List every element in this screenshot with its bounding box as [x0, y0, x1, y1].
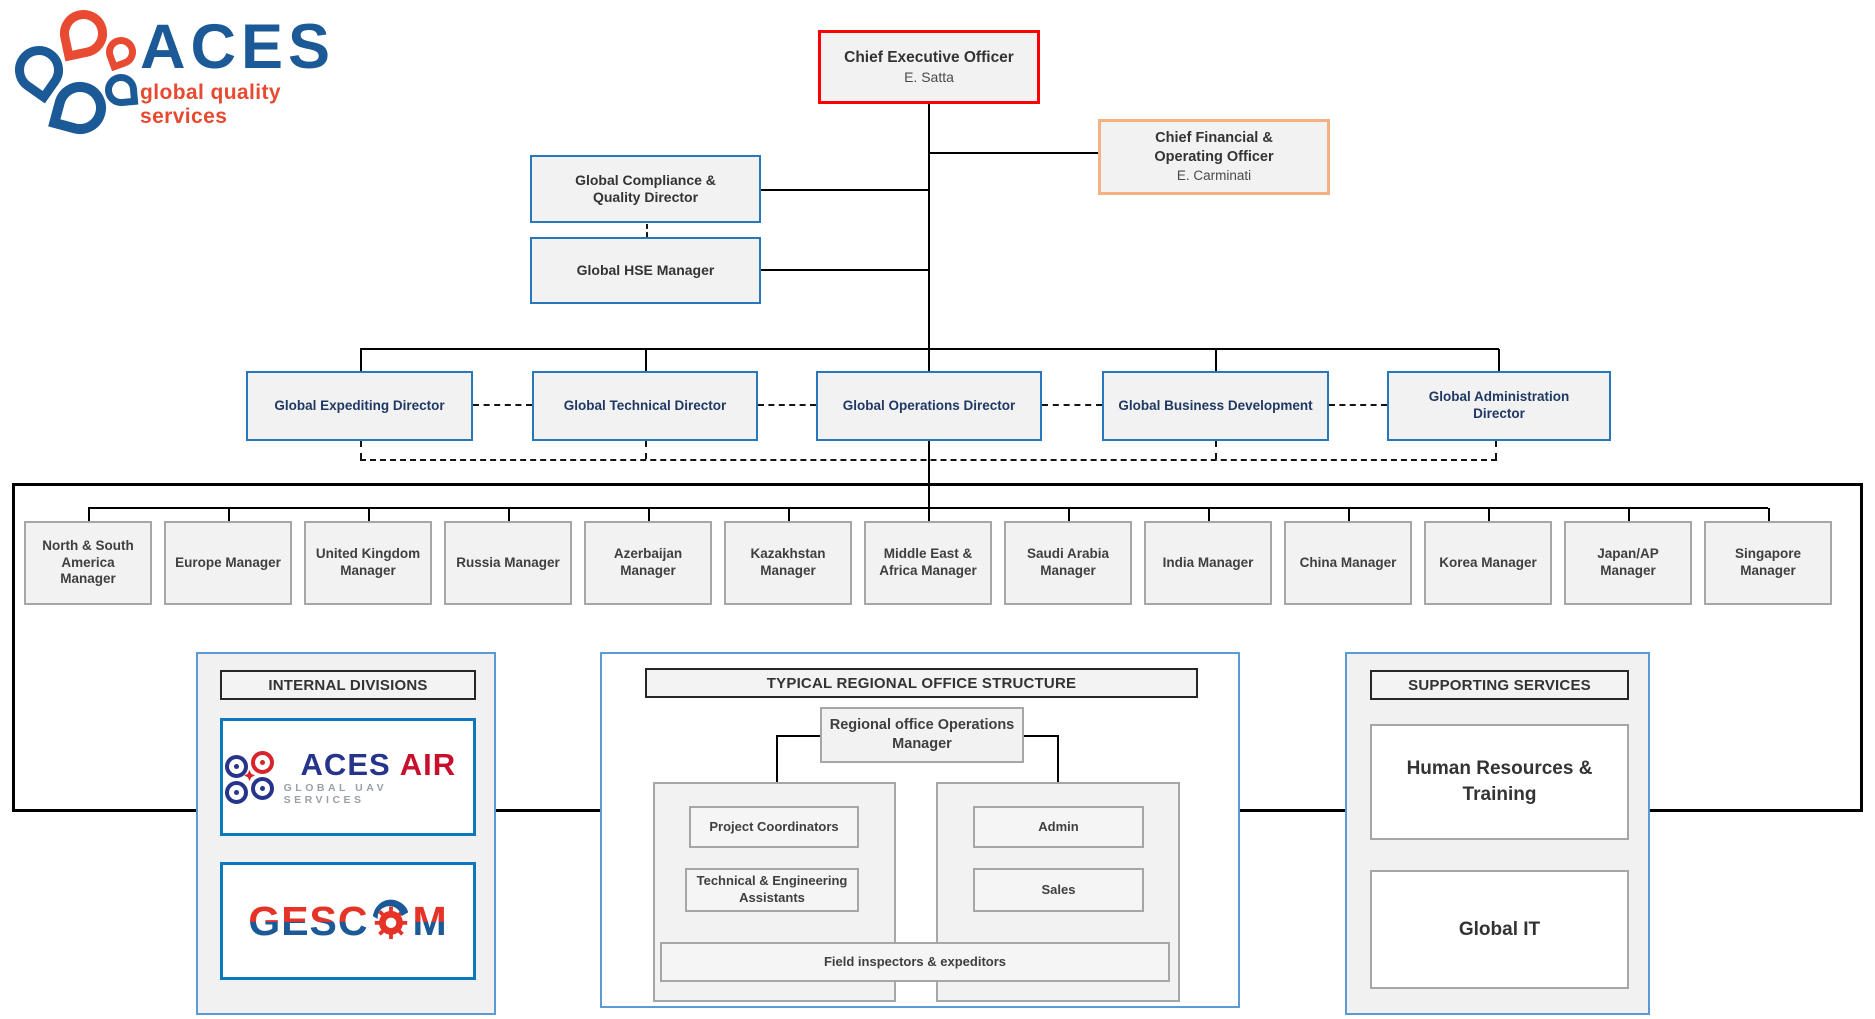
director-box-expediting: Global Expediting Director [246, 371, 473, 441]
cfo-box: Chief Financial & Operating Officer E. C… [1098, 119, 1330, 195]
logo-petal-icon [101, 32, 141, 72]
director-box-technical: Global Technical Director [532, 371, 758, 441]
connector-stub [228, 508, 230, 522]
connector-stub [368, 508, 370, 522]
human-resources-training-box: Human Resources & Training [1370, 724, 1629, 840]
manager-box-north-south-america: North & South America Manager [24, 521, 152, 605]
connector-cfo [929, 152, 1098, 154]
cfo-name: E. Carminati [1176, 167, 1252, 183]
ceo-title: Chief Executive Officer [844, 48, 1014, 66]
regional-office-panel: TYPICAL REGIONAL OFFICE STRUCTURE Region… [600, 652, 1240, 1008]
gescom-gear-helmet-icon [370, 896, 412, 947]
logo-petal-icon [103, 72, 139, 108]
aces-tagline: global quality services [140, 80, 281, 128]
field-inspectors-box: Field inspectors & expeditors [660, 942, 1170, 982]
connector-operations-down [928, 441, 930, 508]
ceo-name: E. Satta [904, 68, 954, 85]
aces-logo-text: ACES global quality services [140, 12, 352, 129]
manager-box-europe: Europe Manager [164, 521, 292, 605]
manager-box-india: India Manager [1144, 521, 1272, 605]
connector-hse [761, 269, 929, 271]
cfo-title: Chief Financial & Operating Officer [1154, 130, 1274, 165]
global-it-box: Global IT [1370, 870, 1629, 989]
connector-stub [1768, 508, 1770, 522]
aces-logo: ACES global quality services [5, 5, 352, 140]
director-box-administration: Global Administration Director [1387, 371, 1611, 441]
connector-compliance [761, 189, 929, 191]
connector-stub [788, 508, 790, 522]
connector-elbow [776, 735, 778, 782]
connector-stub [1215, 349, 1217, 371]
manager-box-singapore: Singapore Manager [1704, 521, 1832, 605]
manager-box-russia: Russia Manager [444, 521, 572, 605]
supporting-services-panel: SUPPORTING SERVICES Human Resources & Tr… [1345, 652, 1650, 1015]
logo-petal-icon [55, 5, 112, 62]
connector-stub [1488, 508, 1490, 522]
project-coordinators-box: Project Coordinators [689, 806, 859, 848]
hse-manager-box: Global HSE Manager [530, 237, 761, 304]
connector-stub [648, 508, 650, 522]
connector-stub [1348, 508, 1350, 522]
admin-box: Admin [973, 806, 1144, 848]
connector-stub [645, 349, 647, 371]
manager-box-kazakhstan: Kazakhstan Manager [724, 521, 852, 605]
rotor-hub-icon [244, 770, 255, 781]
connector-ceo-vertical [928, 104, 930, 349]
ceo-box: Chief Executive Officer E. Satta [818, 30, 1040, 104]
sales-box: Sales [973, 868, 1144, 912]
connector-stub [1208, 508, 1210, 522]
internal-divisions-header: INTERNAL DIVISIONS [220, 670, 476, 700]
connector-stub [1628, 508, 1630, 522]
manager-box-united-kingdom: United Kingdom Manager [304, 521, 432, 605]
director-box-operations: Global Operations Director [816, 371, 1042, 441]
connector-stub [928, 349, 930, 371]
aces-brand-name: ACES [140, 12, 336, 82]
connector-stub-dashed [645, 441, 647, 459]
manager-box-azerbaijan: Azerbaijan Manager [584, 521, 712, 605]
drone-rotors-icon [223, 751, 275, 804]
connector-stub [1498, 349, 1500, 371]
connector-stub [1068, 508, 1070, 522]
connector-stub [360, 349, 362, 371]
aces-air-suffix: AIR [399, 746, 457, 782]
connector-peer-dashed [1329, 404, 1387, 406]
compliance-director-box: Global Compliance & Quality Director [530, 155, 761, 223]
connector-peer-dashed [473, 404, 532, 406]
manager-box-saudi-arabia: Saudi Arabia Manager [1004, 521, 1132, 605]
connector-elbow [1057, 735, 1059, 782]
connector-peer-dashed [758, 404, 816, 406]
manager-box-middle-east-africa: Middle East & Africa Manager [864, 521, 992, 605]
aces-air-name: ACES [300, 746, 391, 782]
connector-elbow [776, 735, 820, 737]
regional-operations-manager-box: Regional office Operations Manager [820, 707, 1024, 763]
connector-stub-dashed [1495, 441, 1497, 459]
connector-elbow [1024, 735, 1058, 737]
logo-petal-icon [48, 76, 112, 140]
supporting-services-header: SUPPORTING SERVICES [1370, 670, 1629, 700]
connector-stub [508, 508, 510, 522]
manager-box-japan-ap: Japan/AP Manager [1564, 521, 1692, 605]
manager-box-korea: Korea Manager [1424, 521, 1552, 605]
technical-engineering-assistants-box: Technical & Engineering Assistants [685, 868, 859, 912]
connector-peer-dashed [1042, 404, 1102, 406]
manager-box-china: China Manager [1284, 521, 1412, 605]
aces-air-tagline: GLOBAL UAV SERVICES [283, 781, 388, 806]
connector-compliance-hse-dashed [646, 224, 648, 237]
connector-stub [88, 508, 90, 522]
director-box-business-development: Global Business Development [1102, 371, 1329, 441]
connector-stub-dashed [1215, 441, 1217, 459]
regional-office-header: TYPICAL REGIONAL OFFICE STRUCTURE [645, 668, 1198, 698]
connector-stub [928, 508, 930, 522]
connector-stub-dashed [360, 441, 362, 459]
